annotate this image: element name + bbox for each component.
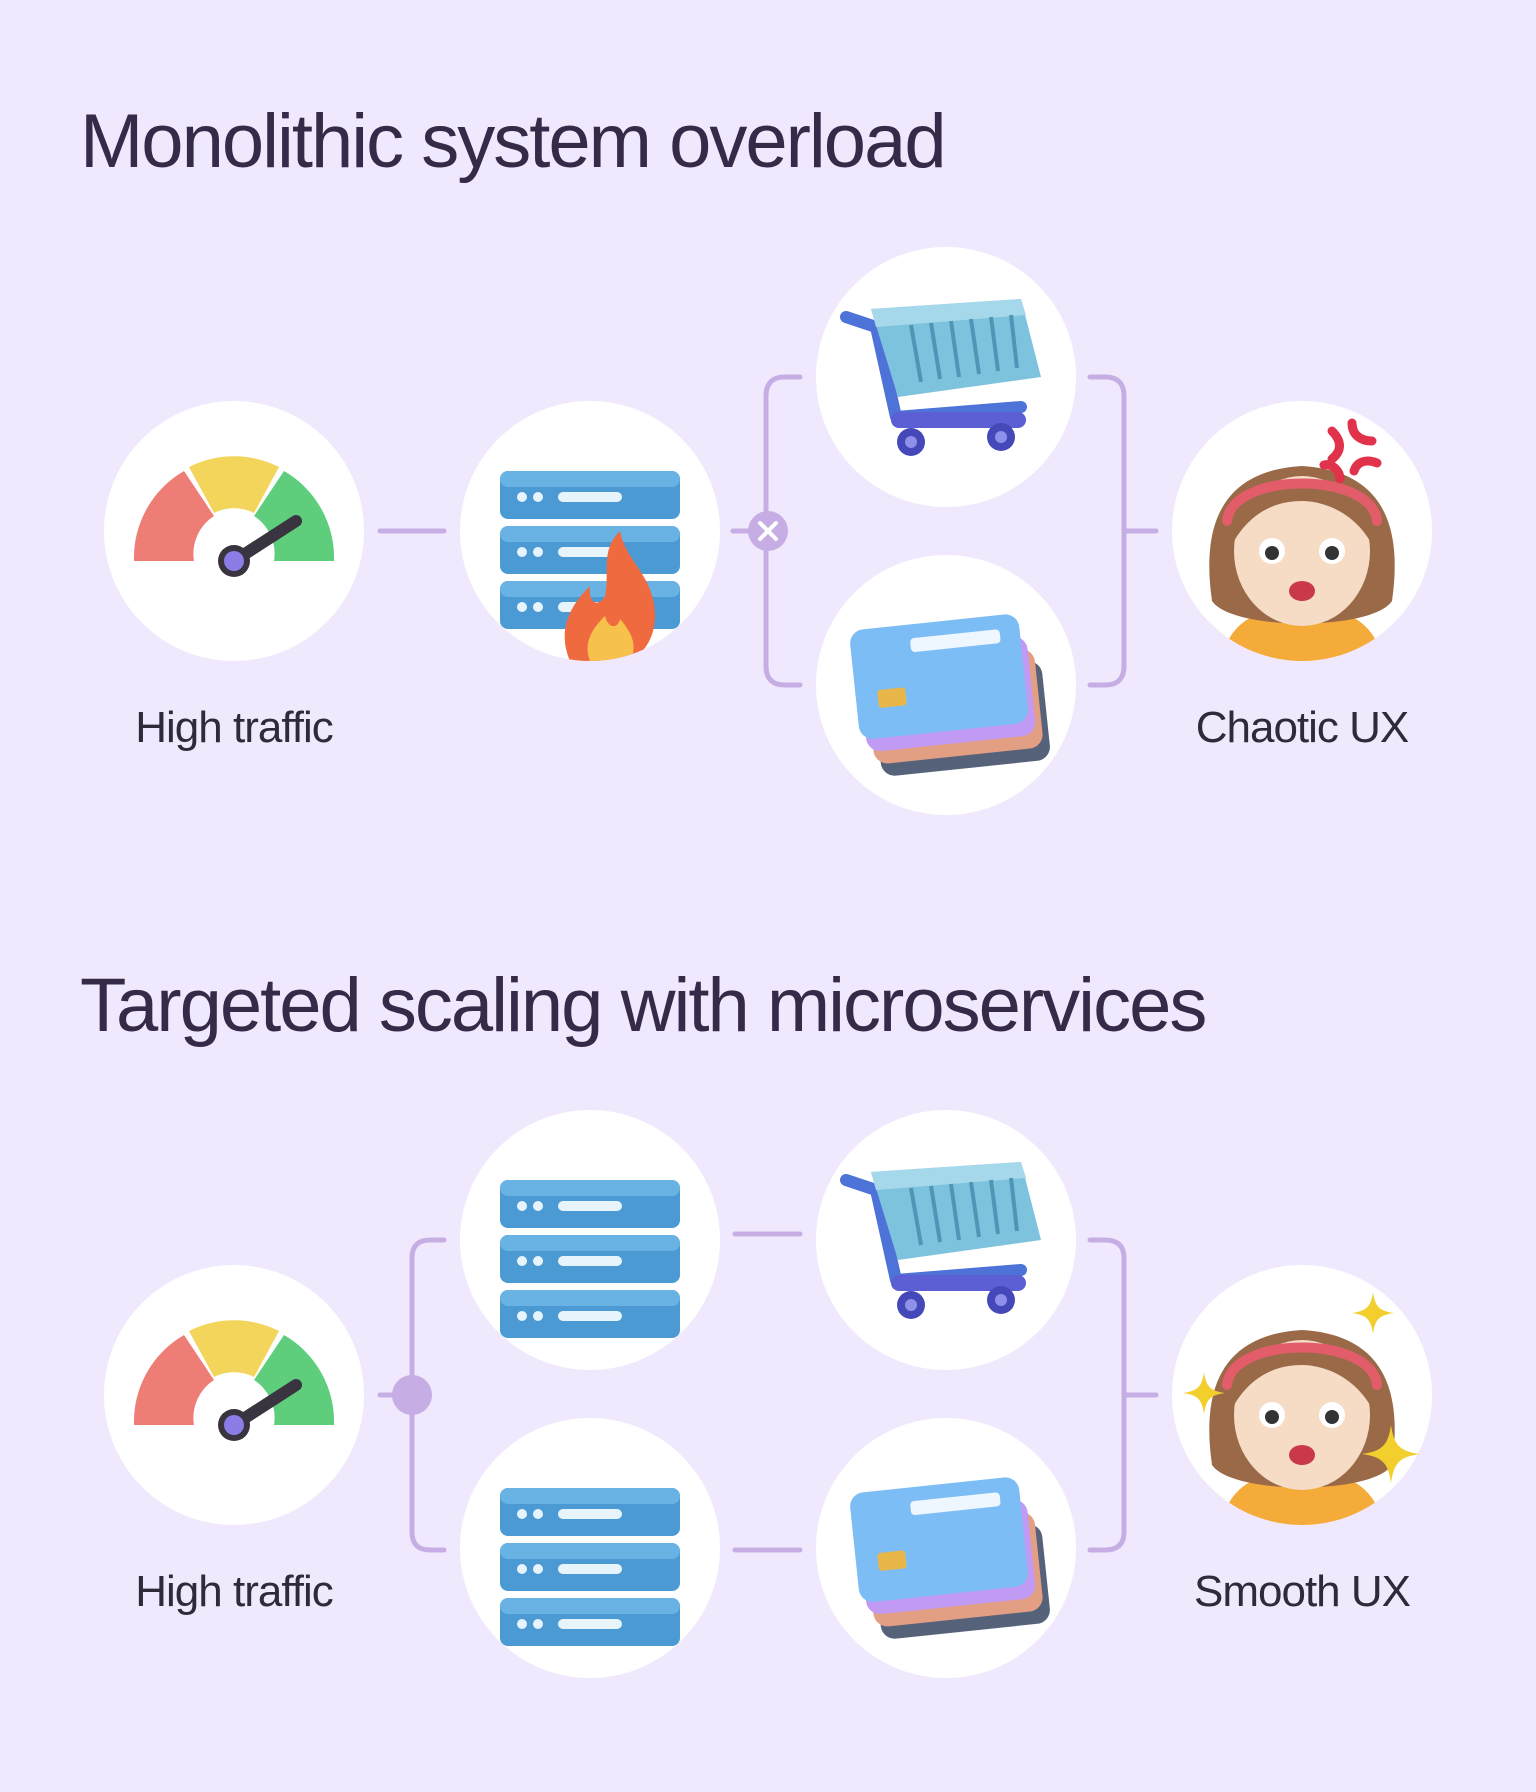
credit-cards-icon (816, 555, 1076, 815)
shopping-cart-icon (816, 247, 1076, 507)
failure-x-node (748, 511, 788, 551)
shopping-cart-icon (816, 1110, 1076, 1370)
overloaded-server-node (460, 401, 720, 661)
cart-server-node (460, 1110, 720, 1370)
outcome-label: Chaotic UX (1195, 703, 1410, 752)
payment-server-node (460, 1418, 720, 1678)
speedometer-icon (104, 1265, 364, 1525)
cart-node (816, 1110, 1076, 1370)
credit-cards-icon (816, 1418, 1076, 1678)
fire-icon (460, 401, 720, 661)
source-label: High traffic (135, 1567, 333, 1616)
source-label: High traffic (135, 703, 333, 752)
anger-symbol-icon (1172, 401, 1432, 661)
section-title-microservices: Targeted scaling with microservices (80, 963, 1207, 1048)
gauge-node (104, 1265, 364, 1525)
cart-node (816, 247, 1076, 507)
server-stack-icon (460, 1110, 720, 1370)
sparkle-icon (1183, 1372, 1225, 1414)
outcome-label: Smooth UX (1194, 1567, 1411, 1616)
frustrated-user-node (1172, 401, 1432, 661)
server-stack-icon (460, 1418, 720, 1678)
gauge-node (104, 401, 364, 661)
split-node (392, 1375, 432, 1415)
speedometer-icon (104, 401, 364, 661)
sparkle-icon (1362, 1425, 1420, 1483)
payment-cards-node (816, 1418, 1076, 1678)
payment-cards-node (816, 555, 1076, 815)
section-title-monolithic: Monolithic system overload (80, 99, 947, 184)
sparkle-icon (1352, 1292, 1394, 1334)
